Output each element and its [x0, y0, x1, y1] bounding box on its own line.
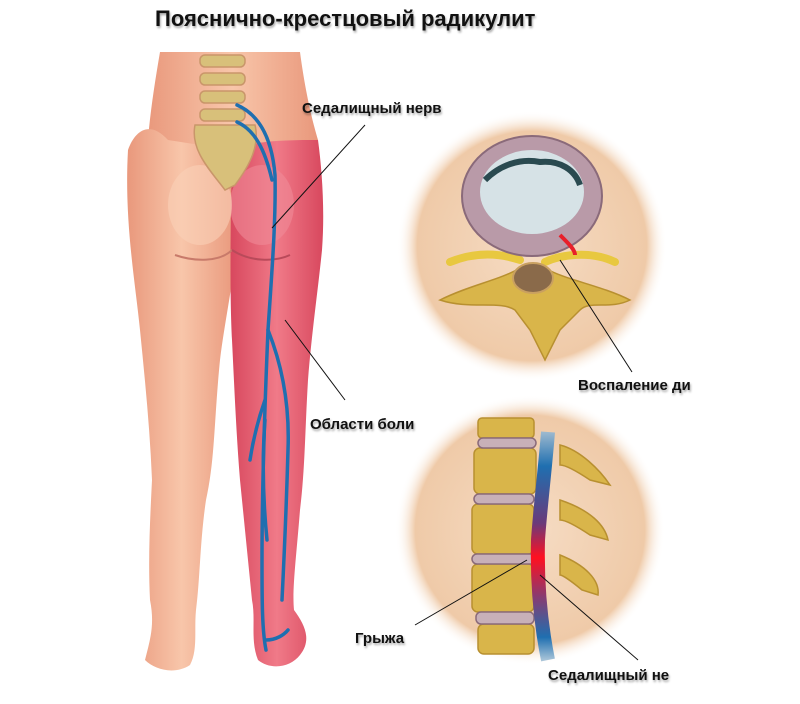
label-pain-areas: Области боли [310, 416, 415, 433]
axial-view-circle [397, 111, 667, 381]
label-sciatic-nerve-bottom: Седалищный не [548, 667, 670, 684]
leader-lines [271, 124, 639, 661]
lumbar-spine [193, 54, 257, 191]
label-hernia: Грыжа [355, 630, 405, 647]
sciatic-nerve [235, 103, 291, 652]
label-sciatic-nerve-top: Седалищный нерв [302, 100, 442, 117]
sagittal-view-circle [395, 395, 665, 665]
label-disc-inflammation: Воспаление ди [578, 377, 691, 394]
page-title: Пояснично-крестцовый радикулит [155, 6, 536, 31]
body-figure [127, 52, 324, 671]
